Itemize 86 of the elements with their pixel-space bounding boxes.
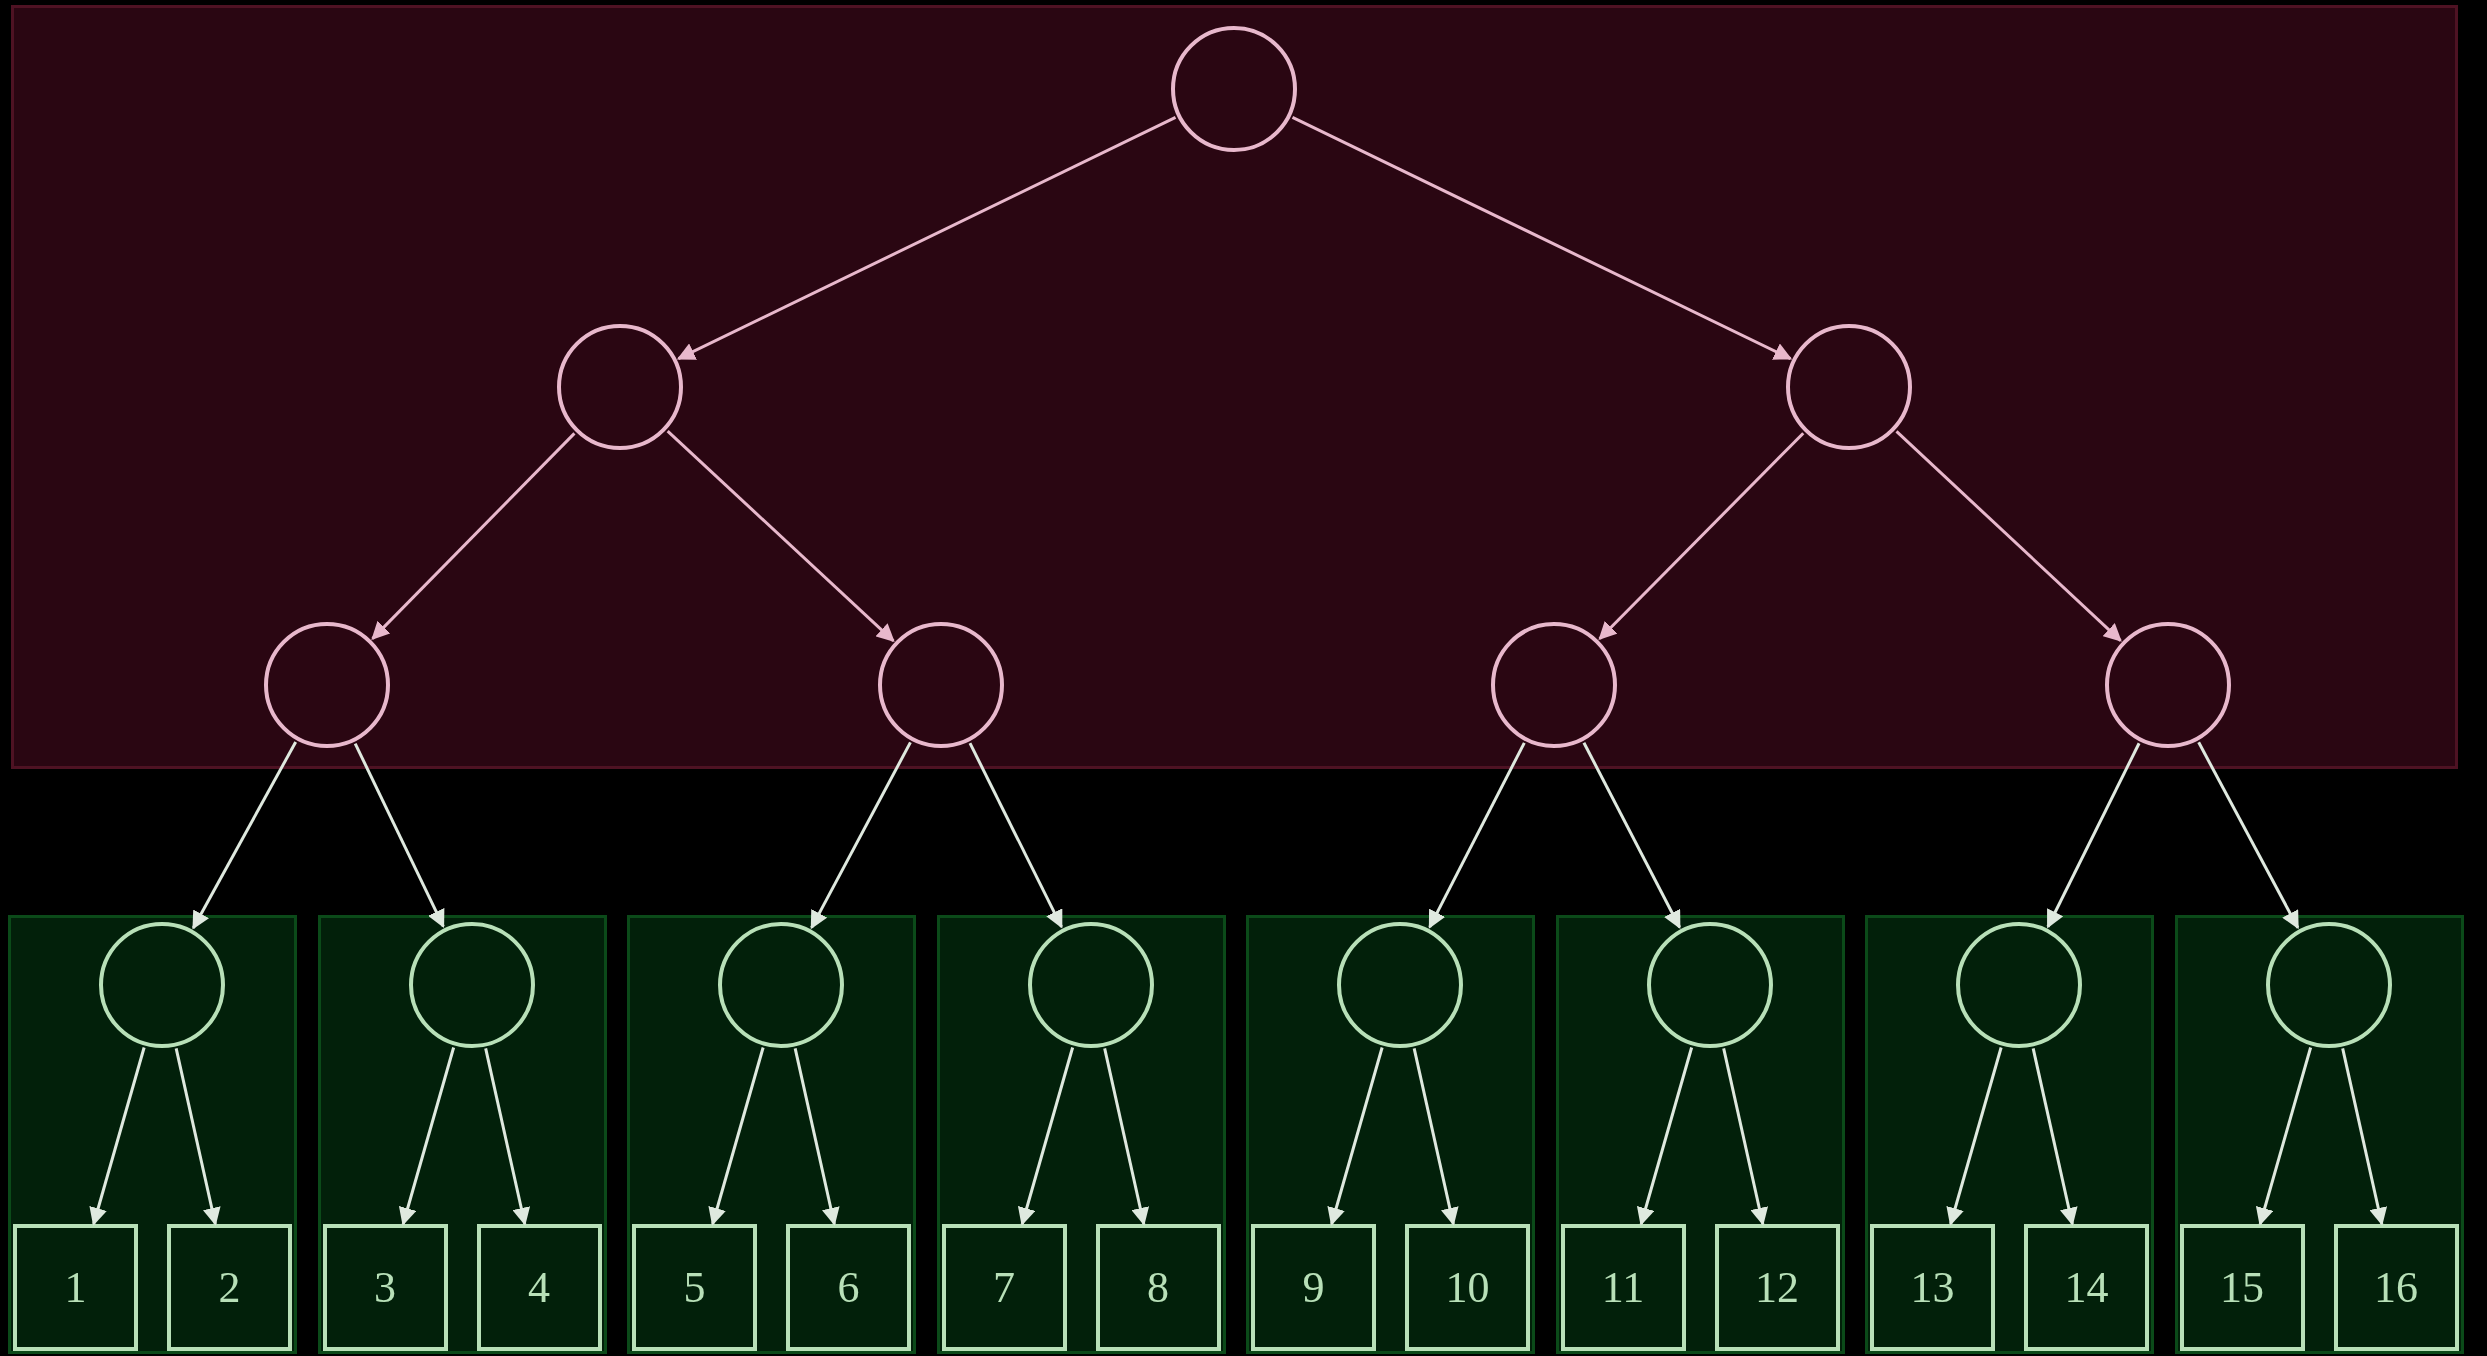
arrow <box>810 741 912 930</box>
leaf-node <box>322 1224 448 1351</box>
arrow <box>192 741 297 930</box>
group-panel <box>1246 915 1535 1354</box>
arrow <box>1582 742 1681 929</box>
arrow <box>371 432 576 640</box>
arrow <box>1291 116 1793 360</box>
leaf-number: 6 <box>837 1262 860 1313</box>
leaf-node <box>1251 1224 1376 1351</box>
leaf-number: 11 <box>1601 1262 1645 1313</box>
leaf-node <box>2024 1224 2149 1351</box>
arrow <box>2341 1048 2388 1226</box>
tree-node-circle <box>2265 922 2392 1048</box>
arrow <box>1428 742 1526 929</box>
group-panel <box>2174 915 2464 1354</box>
tree-node-circle <box>1956 922 2082 1048</box>
group-panel <box>317 915 607 1354</box>
group-panel <box>1865 915 2154 1354</box>
arrow <box>1722 1048 1769 1226</box>
arrow <box>708 1047 765 1226</box>
leaf-number: 2 <box>218 1262 241 1313</box>
leaf-number: 14 <box>2064 1262 2109 1313</box>
leaf-number: 3 <box>374 1262 396 1313</box>
leaf-number: 1 <box>64 1262 87 1313</box>
region-background <box>11 5 2458 769</box>
leaf-number: 5 <box>683 1262 706 1313</box>
tree-node-circle <box>1171 26 1297 152</box>
tree-node-circle <box>1027 922 1154 1048</box>
leaf-node <box>1870 1224 1995 1351</box>
tree-node-circle <box>878 622 1004 748</box>
arrow <box>1017 1047 1075 1226</box>
leaf-number: 7 <box>993 1262 1015 1313</box>
tree-node-circle <box>99 922 225 1048</box>
arrow <box>1327 1047 1384 1226</box>
tree-node-circle <box>2105 622 2231 748</box>
arrow <box>2046 742 2141 929</box>
tree-node-circle <box>1337 922 1463 1048</box>
arrow <box>174 1048 221 1226</box>
arrow <box>1636 1047 1694 1226</box>
group-panel <box>936 915 1226 1354</box>
arrow <box>2255 1047 2313 1226</box>
arrow <box>2031 1048 2078 1226</box>
leaf-number: 12 <box>1755 1262 1799 1313</box>
group-panel <box>627 915 916 1354</box>
tree-node-circle <box>1646 922 1773 1048</box>
leaf-node <box>941 1224 1067 1351</box>
group-panel <box>8 915 297 1354</box>
arrow <box>666 430 895 642</box>
tree-node-circle <box>1786 324 1912 450</box>
leaf-node <box>1405 1224 1530 1351</box>
leaf-node <box>1714 1224 1840 1351</box>
arrow <box>1598 432 1805 641</box>
tree-node-circle <box>718 922 844 1048</box>
arrow <box>793 1048 840 1226</box>
leaf-node <box>1560 1224 1686 1351</box>
tree-node-circle <box>557 324 683 450</box>
arrow <box>1895 430 2122 642</box>
leaf-node <box>167 1224 292 1351</box>
leaf-number: 8 <box>1147 1262 1169 1313</box>
leaf-number: 13 <box>1910 1262 1955 1313</box>
arrow <box>1103 1048 1150 1226</box>
arrow <box>484 1048 531 1226</box>
arrow <box>2197 741 2300 930</box>
group-panel <box>1555 915 1845 1354</box>
arrow <box>1946 1047 2003 1226</box>
arrow <box>398 1047 456 1226</box>
arrow <box>676 116 1177 360</box>
leaf-number: 9 <box>1302 1262 1325 1313</box>
tree-node-circle <box>408 922 535 1048</box>
leaf-node <box>476 1224 602 1351</box>
leaf-node <box>2333 1224 2459 1351</box>
arrow <box>89 1047 146 1226</box>
tree-node-circle <box>264 622 390 748</box>
leaf-number: 4 <box>528 1262 550 1313</box>
leaf-number: 16 <box>2374 1262 2418 1313</box>
arrow <box>1412 1048 1459 1226</box>
arrow <box>968 742 1063 929</box>
leaf-node <box>2179 1224 2305 1351</box>
leaf-node <box>13 1224 138 1351</box>
tree-node-circle <box>1491 622 1617 748</box>
leaf-number: 15 <box>2220 1262 2264 1313</box>
arrow <box>353 742 445 929</box>
leaf-node <box>786 1224 911 1351</box>
leaf-node <box>632 1224 757 1351</box>
leaf-node <box>1095 1224 1221 1351</box>
leaf-number: 10 <box>1445 1262 1490 1313</box>
